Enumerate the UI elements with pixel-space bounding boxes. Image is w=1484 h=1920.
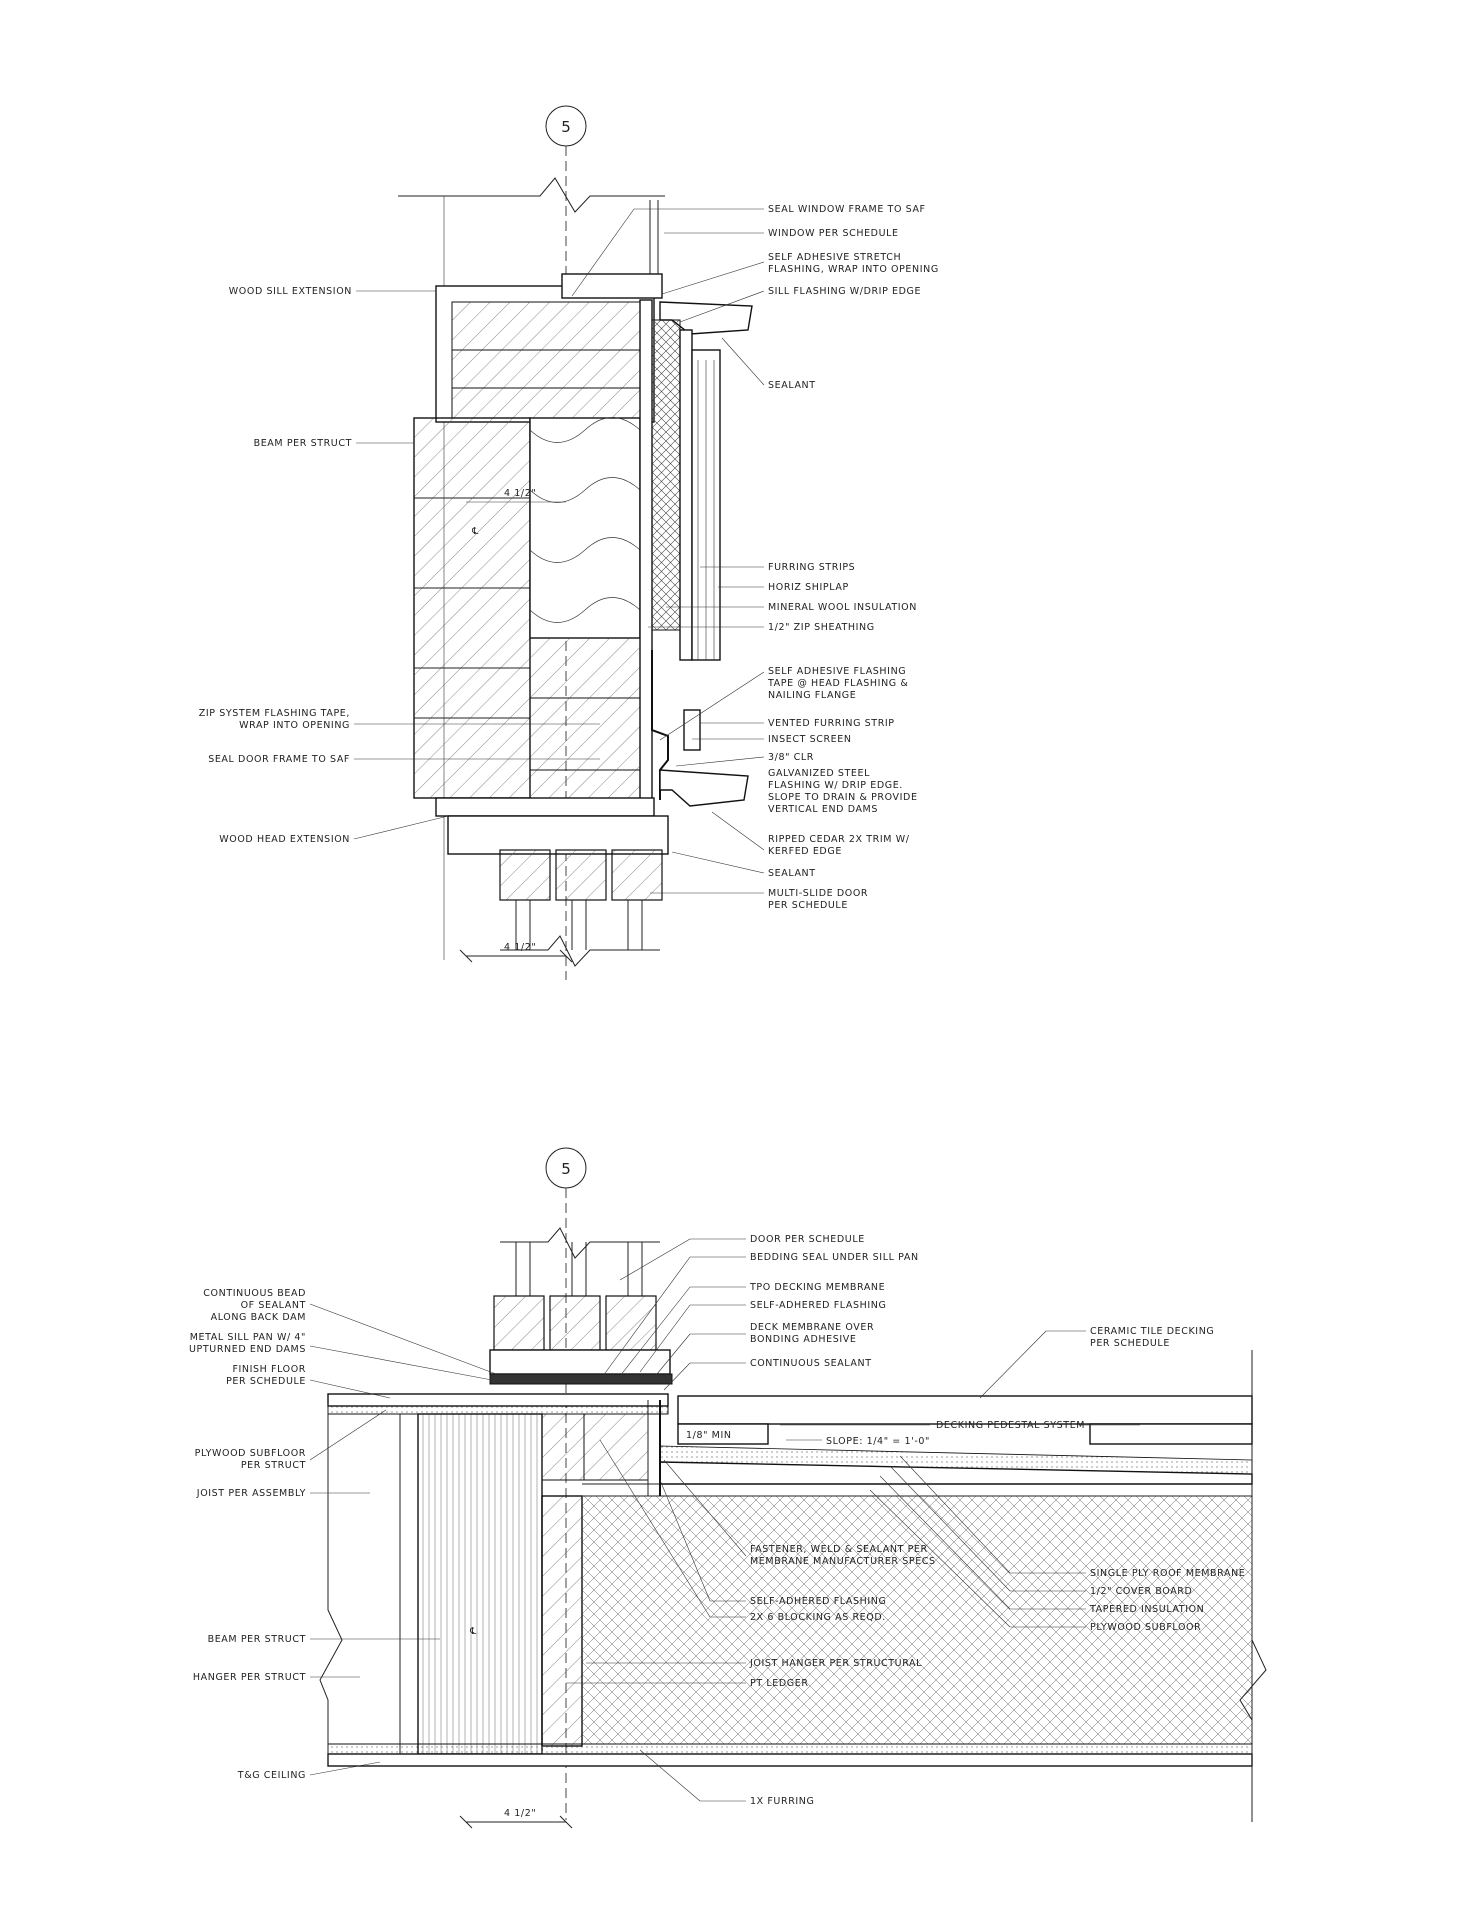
label-sill-pan-2: UPTURNED END DAMS xyxy=(189,1344,306,1355)
label-continuous-sealant: CONTINUOUS SEALANT xyxy=(750,1358,872,1369)
label-blocking: 2X 6 BLOCKING AS REQD. xyxy=(750,1612,886,1623)
min-note: 1/8" MIN xyxy=(686,1430,732,1441)
label-seal-window-frame: SEAL WINDOW FRAME TO SAF xyxy=(768,204,926,215)
label-hanger-per-struct: HANGER PER STRUCT xyxy=(193,1672,306,1683)
label-sill-pan-1: METAL SILL PAN W/ 4" xyxy=(190,1332,306,1343)
slope-note: SLOPE: 1/4" = 1'-0" xyxy=(826,1436,930,1447)
bottom-dim: 4 1/2" xyxy=(504,1808,536,1819)
top-left-labels: WOOD SILL EXTENSION BEAM PER STRUCT ZIP … xyxy=(199,286,600,845)
label-seal-door-frame: SEAL DOOR FRAME TO SAF xyxy=(208,754,350,765)
bottom-right-labels: DOOR PER SCHEDULE BEDDING SEAL UNDER SIL… xyxy=(566,1234,1245,1807)
label-zip-tape-1: ZIP SYSTEM FLASHING TAPE, xyxy=(199,708,350,719)
label-furring-strips: FURRING STRIPS xyxy=(768,562,855,573)
label-1x-furring: 1X FURRING xyxy=(750,1796,814,1807)
label-ceramic-tile-2: PER SCHEDULE xyxy=(1090,1338,1170,1349)
label-wood-sill-extension: WOOD SILL EXTENSION xyxy=(229,286,352,297)
label-stretch-flashing-2: FLASHING, WRAP INTO OPENING xyxy=(768,264,939,275)
label-clr: 3/8" CLR xyxy=(768,752,814,763)
label-galv-2: FLASHING W/ DRIP EDGE. xyxy=(768,780,903,791)
label-stretch-flashing-1: SELF ADHESIVE STRETCH xyxy=(768,252,901,263)
label-bead-2: OF SEALANT xyxy=(241,1300,306,1311)
label-finish-floor-1: FINISH FLOOR xyxy=(232,1364,306,1375)
label-joist-per-assembly: JOIST PER ASSEMBLY xyxy=(196,1488,306,1499)
top-detail: 5 xyxy=(199,105,939,980)
label-plywood-subfloor-2: PER STRUCT xyxy=(241,1460,306,1471)
label-pt-ledger: PT LEDGER xyxy=(750,1678,809,1689)
label-multi-slide-1: MULTI-SLIDE DOOR xyxy=(768,888,868,899)
break-line-top xyxy=(398,177,665,213)
label-bead-3: ALONG BACK DAM xyxy=(211,1312,306,1323)
label-mineral-wool: MINERAL WOOL INSULATION xyxy=(768,602,917,613)
label-horiz-shiplap: HORIZ SHIPLAP xyxy=(768,582,849,593)
label-zip-sheathing: 1/2" ZIP SHEATHING xyxy=(768,622,875,633)
label-tapered-insulation: TAPERED INSULATION xyxy=(1089,1604,1204,1615)
top-right-labels: SEAL WINDOW FRAME TO SAF WINDOW PER SCHE… xyxy=(571,204,939,911)
label-tpo-membrane: TPO DECKING MEMBRANE xyxy=(749,1282,885,1293)
label-door-per-schedule: DOOR PER SCHEDULE xyxy=(750,1234,865,1245)
label-fastener-2: MEMBRANE MANUFACTURER SPECS xyxy=(750,1556,936,1567)
label-insect-screen: INSECT SCREEN xyxy=(768,734,852,745)
grid-bubble-top: 5 xyxy=(545,105,587,147)
label-plywood-subfloor-1: PLYWOOD SUBFLOOR xyxy=(195,1448,306,1459)
bottom-centerline-mark: ℄ xyxy=(469,1626,477,1637)
label-zip-tape-2: WRAP INTO OPENING xyxy=(239,720,350,731)
label-window-per-schedule: WINDOW PER SCHEDULE xyxy=(768,228,899,239)
label-ceramic-tile-1: CERAMIC TILE DECKING xyxy=(1090,1326,1214,1337)
label-finish-floor-2: PER SCHEDULE xyxy=(226,1376,306,1387)
label-deck-membrane-2: BONDING ADHESIVE xyxy=(750,1334,856,1345)
label-ripped-cedar-2: KERFED EDGE xyxy=(768,846,842,857)
label-sealant-top: SEALANT xyxy=(768,380,816,391)
label-head-flashing-2: TAPE @ HEAD FLASHING & xyxy=(767,678,908,689)
label-vented-furring: VENTED FURRING STRIP xyxy=(768,718,895,729)
label-galv-3: SLOPE TO DRAIN & PROVIDE xyxy=(768,792,918,803)
top-dim-bottom: 4 1/2" xyxy=(504,942,536,953)
top-centerline-mark: ℄ xyxy=(471,526,479,537)
label-self-adhered-2: SELF-ADHERED FLASHING xyxy=(750,1596,886,1607)
label-deck-membrane-1: DECK MEMBRANE OVER xyxy=(750,1322,874,1333)
grid-bubble-bottom-label: 5 xyxy=(561,1160,571,1178)
label-single-ply: SINGLE PLY ROOF MEMBRANE xyxy=(1090,1568,1245,1579)
grid-bubble-bottom: 5 xyxy=(545,1147,587,1189)
bottom-detail: 5 xyxy=(189,1147,1267,1829)
grid-bubble-top-label: 5 xyxy=(561,118,571,136)
label-tg-ceiling: T&G CEILING xyxy=(237,1770,306,1781)
label-wood-head-extension: WOOD HEAD EXTENSION xyxy=(219,834,350,845)
label-pedestal: DECKING PEDESTAL SYSTEM xyxy=(936,1420,1085,1431)
label-head-flashing-1: SELF ADHESIVE FLASHING xyxy=(768,666,906,677)
label-bead-1: CONTINUOUS BEAD xyxy=(203,1288,306,1299)
label-ripped-cedar-1: RIPPED CEDAR 2X TRIM W/ xyxy=(768,834,910,845)
label-sealant-bottom: SEALANT xyxy=(768,868,816,879)
label-joist-hanger: JOIST HANGER PER STRUCTURAL xyxy=(749,1658,922,1669)
label-beam-per-struct: BEAM PER STRUCT xyxy=(254,438,352,449)
label-self-adhered-1: SELF-ADHERED FLASHING xyxy=(750,1300,886,1311)
label-multi-slide-2: PER SCHEDULE xyxy=(768,900,848,911)
label-fastener-1: FASTENER, WELD & SEALANT PER xyxy=(750,1544,928,1555)
top-dim-inner: 4 1/2" xyxy=(504,488,536,499)
label-galv-4: VERTICAL END DAMS xyxy=(768,804,878,815)
label-sill-flashing: SILL FLASHING W/DRIP EDGE xyxy=(768,286,921,297)
label-head-flashing-3: NAILING FLANGE xyxy=(768,690,856,701)
label-cover-board: 1/2" COVER BOARD xyxy=(1090,1586,1192,1597)
label-galv-1: GALVANIZED STEEL xyxy=(768,768,870,779)
label-plywood-subfloor-right: PLYWOOD SUBFLOOR xyxy=(1090,1622,1201,1633)
bottom-left-labels: CONTINUOUS BEAD OF SEALANT ALONG BACK DA… xyxy=(189,1288,497,1781)
label-beam-per-struct-bottom: BEAM PER STRUCT xyxy=(208,1634,306,1645)
label-bedding-seal: BEDDING SEAL UNDER SILL PAN xyxy=(750,1252,919,1263)
